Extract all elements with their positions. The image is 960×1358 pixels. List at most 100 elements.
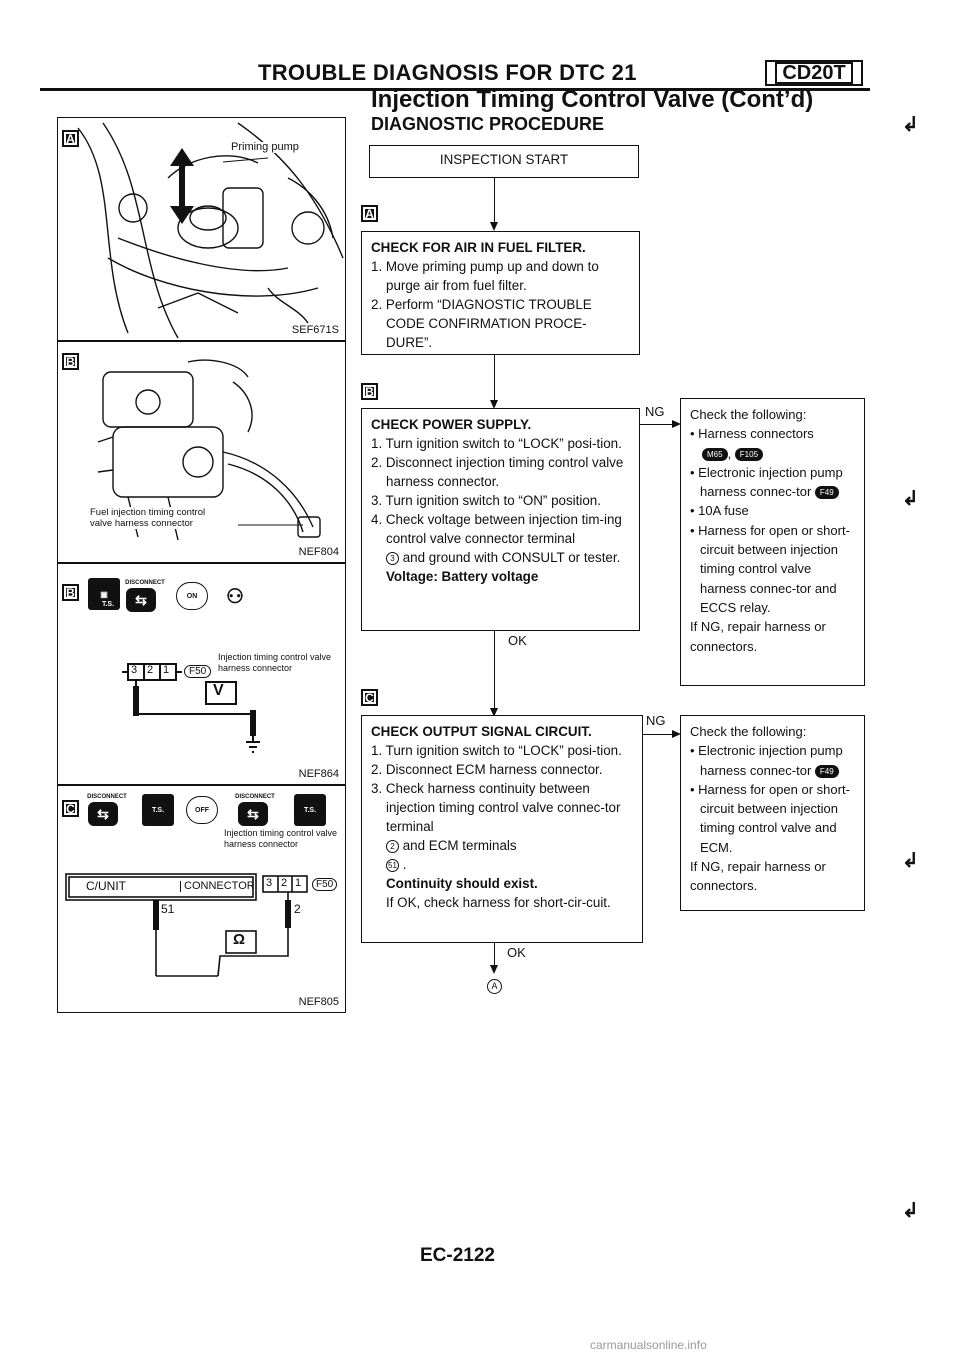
figure-voltage-check: B ▣ DISCONNECT ⇆ T.S. ON ⚇ 3 2 1 F50 Inj…	[57, 563, 346, 785]
pin-2: 2	[281, 877, 288, 889]
step-b-spec: Voltage: Battery voltage	[386, 569, 539, 584]
procedure-title: DIAGNOSTIC PROCEDURE	[371, 114, 605, 134]
figure-marker: A	[62, 130, 79, 147]
ng-b-item: • 10A fuse	[690, 503, 749, 519]
step-c-terminal-mid: and ECM terminals	[402, 838, 517, 853]
ng-c-box: Check the following: • Electronic inject…	[680, 715, 865, 911]
ng-b-item: • Harness for open or short-circuit betw…	[690, 522, 850, 615]
flow-line	[494, 178, 496, 224]
flow-arrow	[490, 400, 498, 409]
step-b-item: 2. Disconnect injection timing control v…	[371, 455, 624, 489]
cunit-connector-label: CONNECTOR	[180, 881, 255, 892]
step-marker-a: A	[361, 205, 378, 222]
step-c-heading: CHECK OUTPUT SIGNAL CIRCUIT.	[371, 724, 592, 739]
ng-c-item: • Electronic injection pump harness conn…	[690, 743, 843, 778]
pin-1: 1	[163, 664, 170, 676]
flow-line	[494, 943, 496, 967]
ok-label-1: OK	[508, 633, 527, 648]
inspection-start-text: INSPECTION START	[439, 152, 569, 167]
ts-label: T.S.	[303, 806, 317, 814]
cunit-label: C/UNIT	[86, 879, 126, 893]
flow-line	[494, 355, 496, 402]
ecm-pin-51: 51	[161, 902, 175, 916]
voltmeter-symbol: V	[213, 682, 224, 699]
figure-ref: NEF804	[298, 546, 339, 558]
ignition-on-icon: ON	[176, 582, 208, 610]
step-c-item: 2. Disconnect ECM harness connector.	[371, 762, 603, 777]
connector-badge: F49	[814, 486, 839, 500]
voltage-connector-label: Injection timing control valve harness c…	[218, 652, 332, 673]
flow-arrow	[490, 708, 498, 717]
step-marker-c: C	[361, 689, 378, 706]
disconnect-label: DISCONNECT	[87, 794, 127, 800]
watermark: carmanualsonline.info	[590, 1338, 707, 1352]
flow-arrow	[490, 222, 498, 231]
ng-c-intro: Check the following:	[690, 724, 807, 739]
figure-marker: C	[62, 800, 79, 817]
connector-badge: F49	[814, 764, 839, 778]
ng-b-item-text: Electronic injection pump harness connec…	[698, 464, 843, 500]
ts-icon: T.S.	[142, 794, 174, 826]
connector-id-f50: F50	[312, 878, 338, 891]
step-c-item: 3. Check harness continuity between inje…	[371, 781, 621, 834]
step-c-terminal-line-2: 51 .	[371, 855, 633, 874]
disconnect-label: DISCONNECT	[125, 580, 165, 586]
ts-icon: T.S.	[294, 794, 326, 826]
ohmmeter-symbol: Ω	[233, 931, 246, 948]
page-number: EC-2122	[420, 1245, 495, 1266]
ng-b-box: Check the following: • Harness connector…	[680, 398, 865, 686]
priming-pump-label: Priming pump	[230, 141, 300, 153]
ng-label-b: NG	[645, 404, 665, 419]
figure-continuity-check: C DISCONNECT ⇆ T.S. OFF DISCONNECT ⇆ T.S…	[57, 785, 346, 1013]
figure-marker: B	[62, 584, 79, 601]
ignition-off-icon: OFF	[186, 796, 218, 824]
ng-c-footer: If NG, repair harness or connectors.	[690, 859, 826, 894]
step-a-box: CHECK FOR AIR IN FUEL FILTER. 1. Move pr…	[361, 231, 640, 355]
continue-marker-text: A	[487, 979, 502, 995]
step-c-item: 1. Turn ignition switch to “LOCK” posi-t…	[371, 743, 622, 758]
terminal-3-badge: 3	[386, 551, 399, 565]
header-rule	[40, 88, 870, 91]
step-marker-b: B	[361, 383, 378, 400]
pump-connector-label: Fuel injection timing control valve harn…	[90, 507, 220, 529]
ng-b-connectors: M65, F105	[690, 444, 855, 463]
ng-b-item: • Harness connectors	[690, 426, 814, 442]
ng-b-footer: If NG, repair harness or connectors.	[690, 619, 826, 654]
step-a-heading: CHECK FOR AIR IN FUEL FILTER.	[371, 240, 586, 255]
step-b-item: 4. Check voltage between injection tim-i…	[371, 512, 622, 546]
ng-label-c: NG	[646, 713, 666, 728]
connector-plug-icon: ⇆	[238, 802, 268, 826]
ts-label: T.S.	[101, 600, 115, 608]
pin-1: 1	[295, 877, 302, 889]
figure-ref: NEF805	[298, 996, 339, 1008]
engine-code-text: CD20T	[775, 62, 853, 84]
ng-b-item-text: Harness connectors	[698, 426, 814, 442]
ng-b-item: • Electronic injection pump harness conn…	[690, 464, 843, 500]
step-b-terminal-line: 3 and ground with CONSULT or tester.	[371, 548, 630, 567]
ignition-on-label: ON	[186, 592, 198, 600]
figure-priming-pump: A Priming pump SEF671S	[57, 117, 346, 341]
flow-line	[643, 734, 674, 736]
figure-marker: B	[62, 353, 79, 370]
ts-label: T.S.	[151, 806, 165, 814]
step-b-item: 1. Turn ignition switch to “LOCK” posi-t…	[371, 436, 622, 451]
margin-check-icon: ↲	[902, 114, 919, 136]
engine-photo-illustration	[77, 122, 344, 339]
connector-id-f50: F50	[184, 665, 212, 678]
consult-icon: ⚇	[226, 585, 244, 608]
margin-check-icon: ↲	[902, 850, 919, 872]
connector-plug-icon: ⇆	[126, 588, 156, 612]
inspection-start-box: INSPECTION START	[369, 145, 639, 178]
flow-line	[494, 631, 496, 710]
pin-3: 3	[131, 664, 138, 676]
figure-pump-connector: B Fuel injection timing control valve ha…	[57, 341, 346, 563]
step-a-item: 1. Move priming pump up and down to purg…	[371, 259, 599, 293]
step-b-heading: CHECK POWER SUPPLY.	[371, 417, 532, 432]
step-b-terminal-tail: and ground with CONSULT or tester.	[402, 550, 621, 565]
flow-line	[640, 424, 674, 426]
connector-badge: M65	[702, 447, 728, 461]
step-c-terminal-line: 2 and ECM terminals	[371, 836, 633, 855]
pin-3: 3	[266, 877, 273, 889]
disconnect-icon: ▣	[88, 578, 120, 610]
page-title: TROUBLE DIAGNOSIS FOR DTC 21	[258, 60, 637, 85]
